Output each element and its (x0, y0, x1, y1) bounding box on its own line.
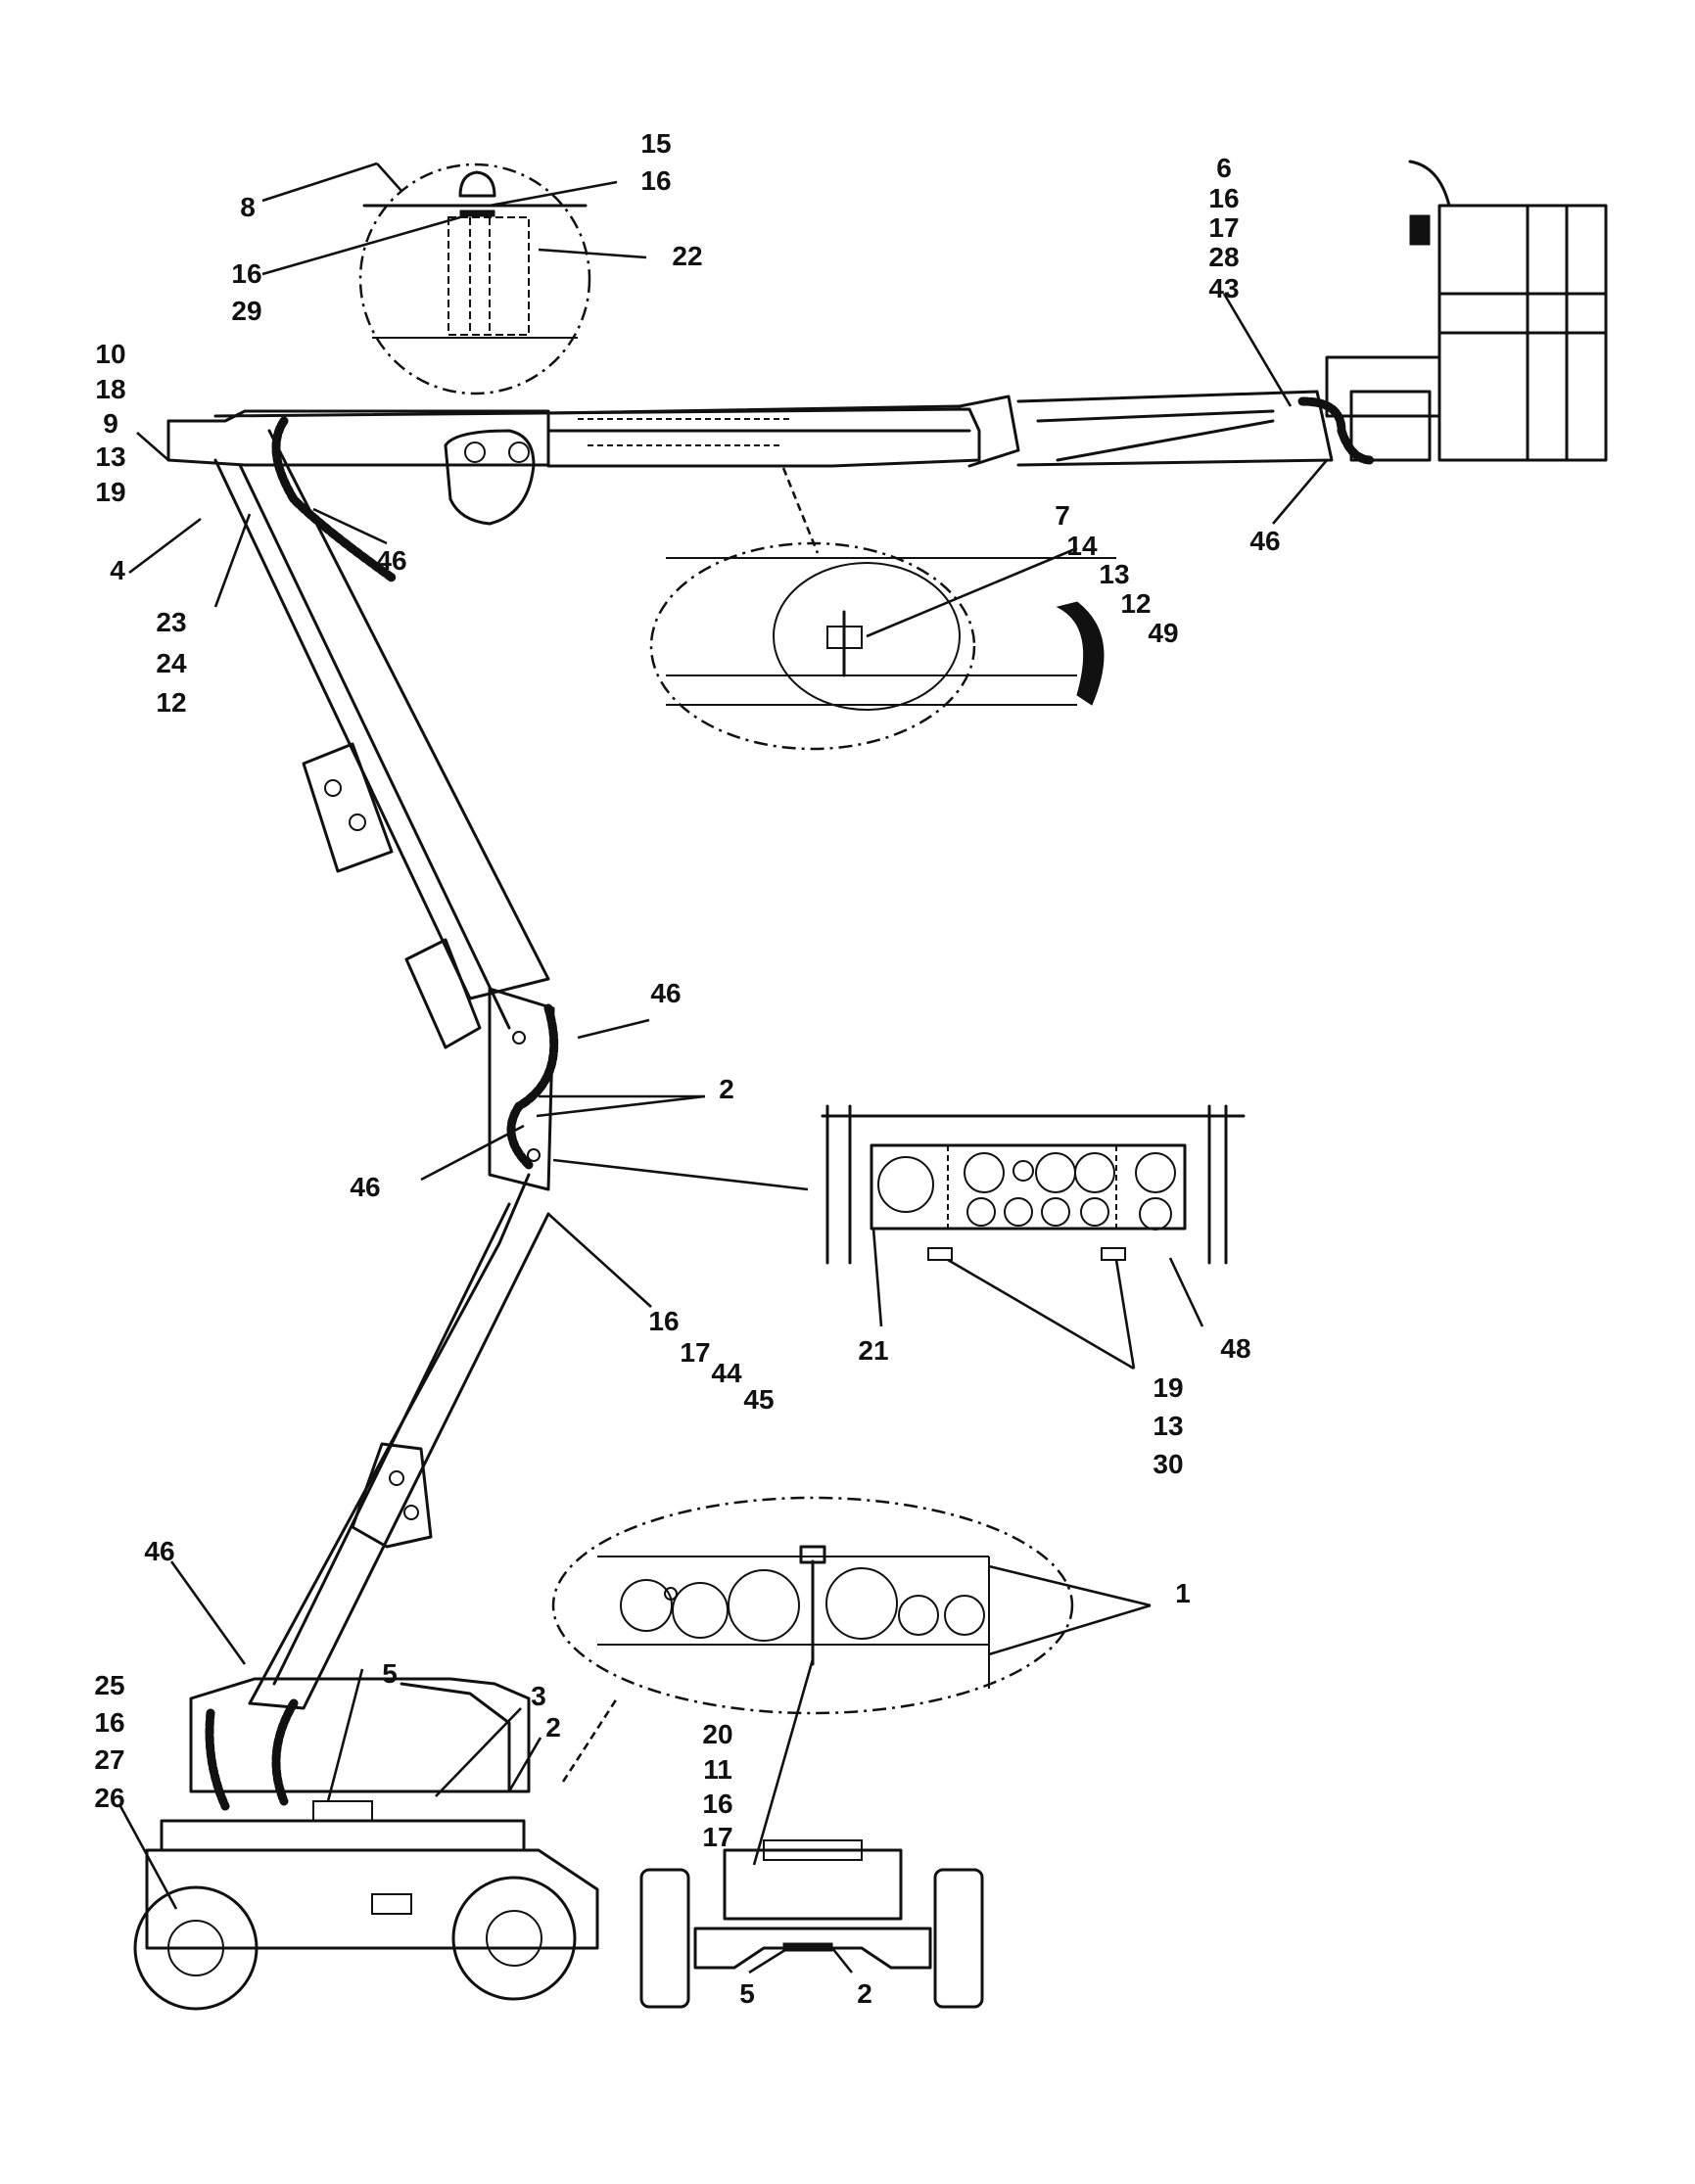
callout-16: 16 (94, 1707, 125, 1738)
detail-box-section (552, 1104, 1246, 1265)
callout-16: 16 (231, 258, 262, 289)
callout-24: 24 (156, 648, 187, 678)
callout-30: 30 (1153, 1449, 1184, 1479)
callout-22: 22 (672, 241, 703, 271)
callout-29: 29 (231, 296, 262, 326)
callout-5: 5 (739, 1978, 755, 2009)
callout-2: 2 (857, 1978, 872, 2009)
callout-46: 46 (350, 1172, 381, 1202)
callout-16: 16 (640, 165, 672, 196)
callout-45: 45 (743, 1384, 775, 1415)
callout-5: 5 (382, 1658, 398, 1689)
callout-48: 48 (1220, 1333, 1251, 1364)
callout-49: 49 (1148, 618, 1179, 648)
callout-14: 14 (1066, 531, 1098, 561)
callout-16: 16 (648, 1306, 680, 1336)
callout-1: 1 (1175, 1578, 1191, 1608)
callout-4: 4 (110, 555, 125, 585)
callout-19: 19 (95, 477, 126, 507)
callout-28: 28 (1208, 242, 1240, 272)
callout-10: 10 (95, 339, 126, 369)
leader-lines (118, 162, 1328, 1975)
callout-25: 25 (94, 1670, 125, 1700)
callout-27: 27 (94, 1744, 125, 1775)
platform-basket (1408, 160, 1608, 462)
callout-17: 17 (680, 1337, 711, 1368)
callout-12: 12 (156, 687, 187, 718)
callout-7: 7 (1055, 500, 1070, 531)
callout-13: 13 (95, 441, 126, 472)
callout-18: 18 (95, 374, 126, 404)
lower-boom (213, 429, 559, 1710)
callout-16: 16 (1208, 183, 1240, 213)
upper-boom (166, 355, 1441, 582)
callout-6: 6 (1216, 153, 1232, 183)
callout-19: 19 (1153, 1372, 1184, 1403)
callout-17: 17 (1208, 212, 1240, 243)
detail-ellipse-boom (649, 467, 1116, 751)
callout-26: 26 (94, 1783, 125, 1813)
callout-43: 43 (1208, 273, 1240, 303)
callout-46: 46 (144, 1536, 175, 1566)
callout-2: 2 (545, 1712, 561, 1743)
callout-23: 23 (156, 607, 187, 637)
callout-46: 46 (376, 545, 407, 576)
callout-12: 12 (1120, 588, 1152, 619)
callout-9: 9 (103, 408, 118, 439)
callout-20: 20 (702, 1719, 733, 1749)
detail-circle-top (358, 163, 591, 395)
callout-17: 17 (702, 1822, 733, 1852)
callout-44: 44 (711, 1358, 742, 1388)
callout-3: 3 (531, 1681, 546, 1711)
callout-15: 15 (640, 128, 672, 159)
callout-21: 21 (858, 1335, 889, 1366)
callout-11: 11 (703, 1754, 732, 1785)
callout-8: 8 (240, 192, 256, 222)
callout-16: 16 (702, 1789, 733, 1819)
rear-view (639, 1839, 984, 2009)
callout-13: 13 (1099, 559, 1130, 589)
callout-46: 46 (650, 978, 682, 1008)
callout-46: 46 (1249, 526, 1281, 556)
callout-13: 13 (1153, 1411, 1184, 1441)
callout-2: 2 (719, 1074, 734, 1104)
chassis (133, 1677, 599, 2011)
detail-ellipse-turntable (551, 1496, 1074, 1783)
